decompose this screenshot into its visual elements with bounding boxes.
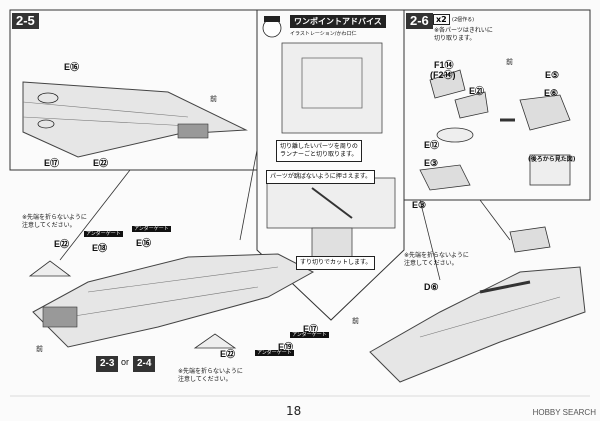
label-e3-a: E③ [424, 158, 439, 168]
label-e21: E㉑ [469, 86, 485, 96]
label-e19: E⑲ [278, 342, 294, 352]
label-e17-bottom: E⑰ [303, 324, 319, 334]
label-e22-left: E㉒ [54, 239, 70, 249]
character-illustration [262, 16, 282, 38]
advice-tip-3: すり切りでカットします。 [296, 256, 376, 270]
advice-title: ワンポイントアドバイス [290, 15, 386, 28]
label-e12: E⑫ [424, 140, 440, 150]
label-e22-bottom: E㉒ [220, 349, 236, 359]
undergate-badge-1: アンダーゲート [84, 231, 123, 237]
undergate-badge-4: アンダーゲート [255, 350, 294, 356]
label-d6: D⑥ [424, 282, 439, 292]
front-label-top: 前 [210, 95, 217, 103]
watermark: HOBBY SEARCH [532, 408, 596, 417]
part-e22-illustration [28, 260, 72, 277]
front-label-right: 前 [506, 58, 513, 66]
ship-with-turret-illustration [369, 226, 586, 383]
step-2-3: 2-3 [96, 356, 119, 372]
no-bend-note-left: ※先端を折らないように 注意してください。 [22, 214, 87, 229]
label-f2: (F2⑭) [430, 70, 456, 80]
no-bend-note-right: ※先端を折らないように 注意してください。 [404, 252, 469, 267]
step-2-6: 2-6 [406, 13, 433, 29]
x2-sub: (2個作る) [452, 17, 475, 23]
page-number: 18 [286, 404, 302, 418]
part-e22-lower-illustration [193, 333, 237, 349]
label-e18: E⑱ [92, 243, 108, 253]
front-label-bottom-right: 前 [352, 317, 359, 325]
step-2-5: 2-5 [12, 13, 39, 29]
step-2-4: 2-4 [133, 356, 156, 372]
advice-credit: イラストレーション/かわ口仁 [290, 31, 357, 37]
label-e16-top: E⑯ [64, 62, 80, 72]
x2-note: ※各パーツはきれいに 切り取ります。 [434, 27, 493, 42]
undergate-badge-2: アンダーゲート [132, 226, 171, 232]
parts-assembly-illustration [419, 69, 571, 191]
main-ship-illustration [32, 253, 315, 348]
label-e6: E⑥ [544, 88, 559, 98]
advice-tip-2: パーツが跳ばないように押さえます。 [266, 170, 376, 184]
x2-mark: x2 [433, 14, 450, 25]
back-view-note: (後ろから見た図) [528, 156, 576, 163]
or-text: or [121, 357, 130, 367]
label-e5: E⑤ [545, 70, 560, 80]
ship-closeup-illustration [22, 81, 248, 158]
label-e22-top: E㉒ [93, 158, 109, 168]
label-e17-top: E⑰ [44, 158, 60, 168]
label-f1: F1⑭ [434, 60, 454, 70]
label-e3-b: E③ [412, 200, 427, 210]
advice-illustrations [266, 42, 396, 259]
advice-tip-1: 切り離したいパーツを周りの ランナーごと切り取ります。 [276, 140, 362, 162]
no-bend-note-bottom: ※先端を折らないように 注意してください。 [178, 368, 243, 383]
front-label-left: 前 [36, 345, 43, 353]
label-e16-bottom: E⑯ [136, 238, 152, 248]
undergate-badge-3: アンダーゲート [290, 332, 329, 338]
